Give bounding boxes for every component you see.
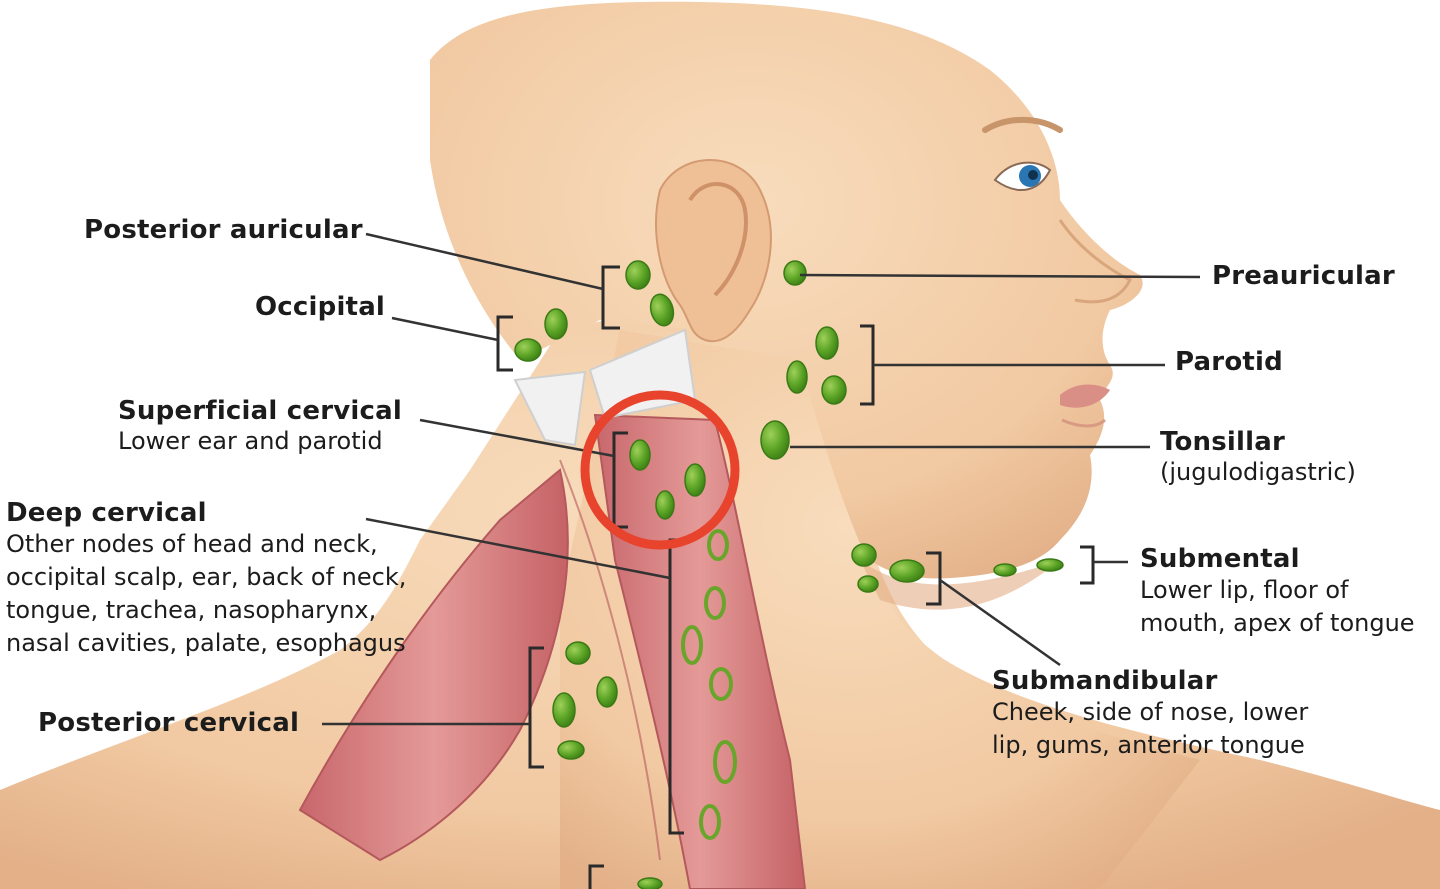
node-parotid-2 [786, 360, 808, 394]
label-desc: (jugulodigastric) [1160, 458, 1356, 487]
label-parotid: Parotid [1175, 348, 1283, 376]
label-submental: Submental Lower lip, floor of mouth, ape… [1140, 545, 1415, 637]
node-parotid-1 [815, 326, 839, 360]
node-superficial-cervical-1 [629, 439, 651, 471]
label-desc-line: mouth, apex of tongue [1140, 608, 1415, 637]
node-bottom [637, 877, 663, 889]
node-submental-1 [993, 563, 1017, 577]
label-tonsillar: Tonsillar (jugulodigastric) [1160, 428, 1356, 486]
label-desc-line: Cheek, side of nose, lower [992, 698, 1309, 727]
label-desc-line: nasal cavities, palate, esophagus [6, 628, 406, 657]
label-deep-cervical: Deep cervical Other nodes of head and ne… [6, 499, 406, 657]
lymph-nodes [514, 260, 1064, 889]
label-desc-line: lip, gums, anterior tongue [992, 730, 1305, 759]
node-posterior-cervical-4 [557, 740, 585, 760]
label-title: Parotid [1175, 347, 1283, 377]
node-posterior-cervical-2 [552, 692, 576, 728]
label-title: Submental [1140, 544, 1300, 574]
eyebrow [982, 116, 1063, 133]
label-title: Deep cervical [6, 498, 207, 528]
node-tonsillar [760, 420, 790, 460]
label-title: Posterior cervical [38, 708, 300, 738]
node-submandibular-1 [851, 543, 877, 567]
label-title: Submandibular [992, 666, 1218, 696]
node-posterior-auricular-1 [625, 260, 651, 290]
label-posterior-auricular: Posterior auricular [84, 216, 363, 244]
label-title: Superficial cervical [118, 396, 402, 426]
label-preauricular: Preauricular [1212, 262, 1395, 290]
node-occipital-2 [514, 338, 542, 362]
label-title: Tonsillar [1160, 427, 1286, 457]
node-submandibular-2 [889, 559, 925, 583]
label-desc-line: Other nodes of head and neck, [6, 530, 378, 559]
label-occipital: Occipital [255, 293, 385, 321]
label-title: Posterior auricular [84, 215, 363, 245]
label-desc: Lower ear and parotid [118, 427, 383, 456]
node-submandibular-3 [857, 575, 879, 593]
label-submandibular: Submandibular Cheek, side of nose, lower… [992, 667, 1308, 759]
label-title: Preauricular [1212, 261, 1395, 291]
label-desc-line: Lower lip, floor of [1140, 576, 1349, 605]
node-parotid-3 [821, 375, 847, 405]
node-occipital-1 [544, 308, 568, 340]
highlight-circle [580, 390, 740, 550]
node-posterior-auricular-2 [649, 293, 675, 327]
label-title: Occipital [255, 292, 386, 322]
node-superficial-cervical-3 [655, 490, 675, 520]
node-submental-2 [1036, 558, 1064, 572]
label-posterior-cervical: Posterior cervical [38, 709, 299, 737]
node-posterior-cervical-3 [596, 676, 618, 708]
node-superficial-cervical-2 [684, 463, 706, 497]
head-skin [430, 1, 1143, 579]
trapezius-muscle [298, 468, 569, 862]
lips [1060, 384, 1110, 408]
nose-shadow [1058, 219, 1133, 304]
label-desc-line: occipital scalp, ear, back of neck, [6, 562, 407, 591]
label-superficial-cervical: Superficial cervical Lower ear and parot… [118, 397, 402, 455]
node-posterior-cervical-1 [565, 641, 591, 665]
label-desc-line: tongue, trachea, nasopharynx, [6, 595, 377, 624]
tendon-left [513, 370, 587, 447]
deep-cervical-nodes [681, 529, 737, 840]
node-preauricular [783, 260, 807, 286]
leader-lines [322, 232, 1201, 726]
